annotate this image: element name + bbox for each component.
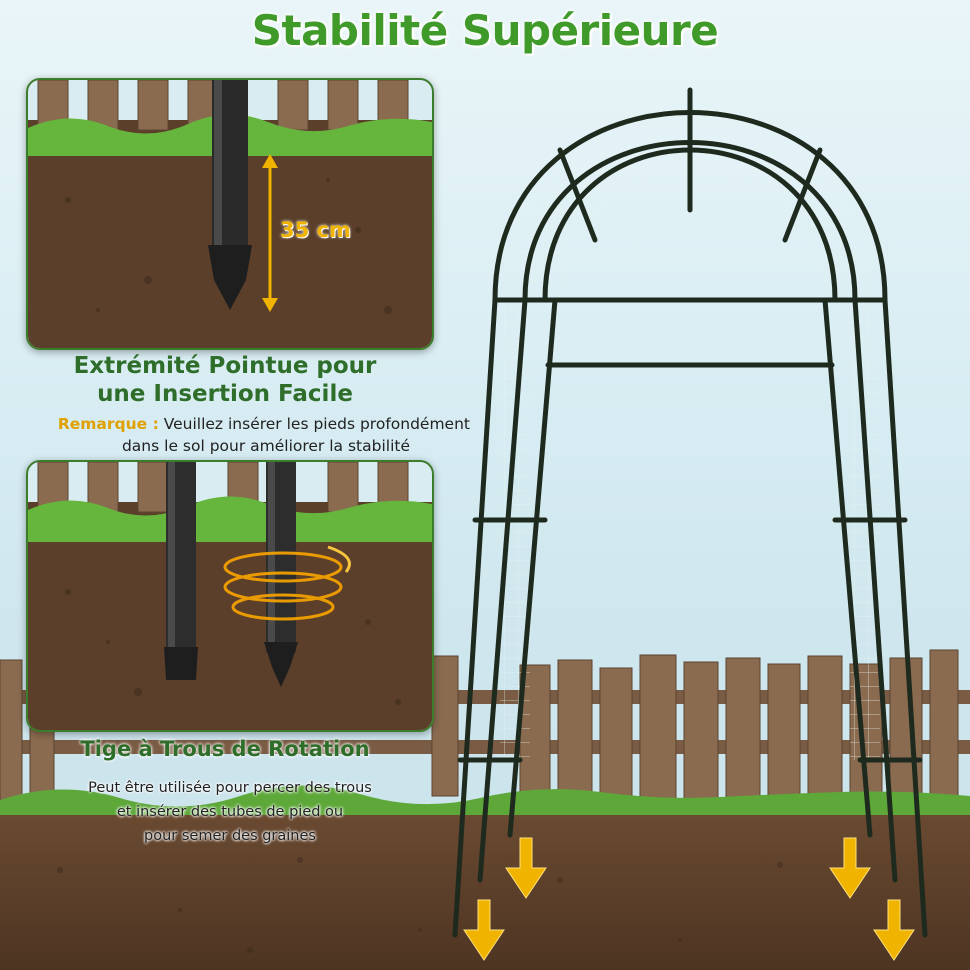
remark-text: Veuillez insérer les pieds profondément	[158, 415, 470, 433]
rotation-rod-caption: Tige à Trous de Rotation	[80, 737, 370, 761]
page-title: Stabilité Supérieure	[251, 6, 719, 55]
rotation-rod-panel	[26, 460, 434, 732]
description-line: Peut être utilisée pour percer des trous	[88, 780, 372, 796]
depth-measure-label: 35 cm	[280, 218, 351, 242]
remark-label: Remarque :	[57, 415, 159, 433]
caption-line: une Insertion Facile	[97, 381, 353, 407]
rotation-rod-description: Peut être utilisée pour percer des trous…	[30, 776, 430, 848]
description-line: et insérer des tubes de pied ou	[116, 804, 344, 820]
pointed-tip-panel	[26, 78, 434, 350]
remark-note: Remarque : Veuillez insérer les pieds pr…	[0, 413, 470, 457]
pointed-tip-caption: Extrémité Pointue pour une Insertion Fac…	[40, 352, 410, 408]
description-line: pour semer des graines	[144, 828, 316, 844]
remark-text: dans le sol pour améliorer la stabilité	[121, 437, 410, 455]
caption-line: Extrémité Pointue pour	[73, 353, 377, 379]
